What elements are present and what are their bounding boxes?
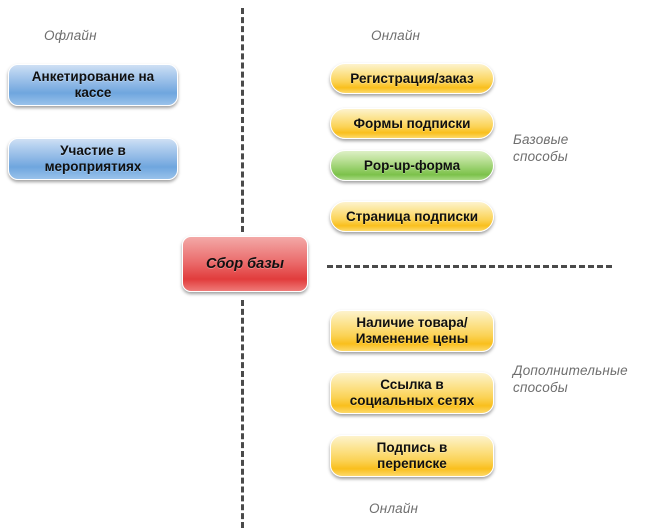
caption-basic-methods: Базовые способы: [513, 132, 569, 164]
node-basic-registration-order[interactable]: Регистрация/заказ: [330, 63, 494, 94]
node-additional-social-network-link[interactable]: Ссылка в социальных сетях: [330, 372, 494, 414]
node-offline-event-participation[interactable]: Участие в мероприятиях: [8, 138, 178, 180]
node-basic-subscription-forms[interactable]: Формы подписки: [330, 108, 494, 139]
vertical-dashed-divider-top: [241, 8, 244, 232]
caption-offline-top: Офлайн: [44, 28, 97, 43]
vertical-dashed-divider-bottom: [241, 300, 244, 528]
horizontal-dashed-divider: [327, 265, 612, 268]
caption-additional-methods: Дополнительные способы: [513, 363, 628, 395]
node-basic-subscription-page[interactable]: Страница подписки: [330, 201, 494, 232]
node-central-database-collection[interactable]: Сбор базы: [182, 236, 308, 292]
caption-online-top: Онлайн: [371, 28, 421, 43]
node-additional-stock-price-change[interactable]: Наличие товара/ Изменение цены: [330, 310, 494, 352]
node-additional-email-signature[interactable]: Подпись в переписке: [330, 435, 494, 477]
node-basic-popup-form[interactable]: Pop-up-форма: [330, 150, 494, 181]
node-offline-survey-at-checkout[interactable]: Анкетирование на кассе: [8, 64, 178, 106]
caption-online-bottom: Онлайн: [369, 501, 419, 516]
